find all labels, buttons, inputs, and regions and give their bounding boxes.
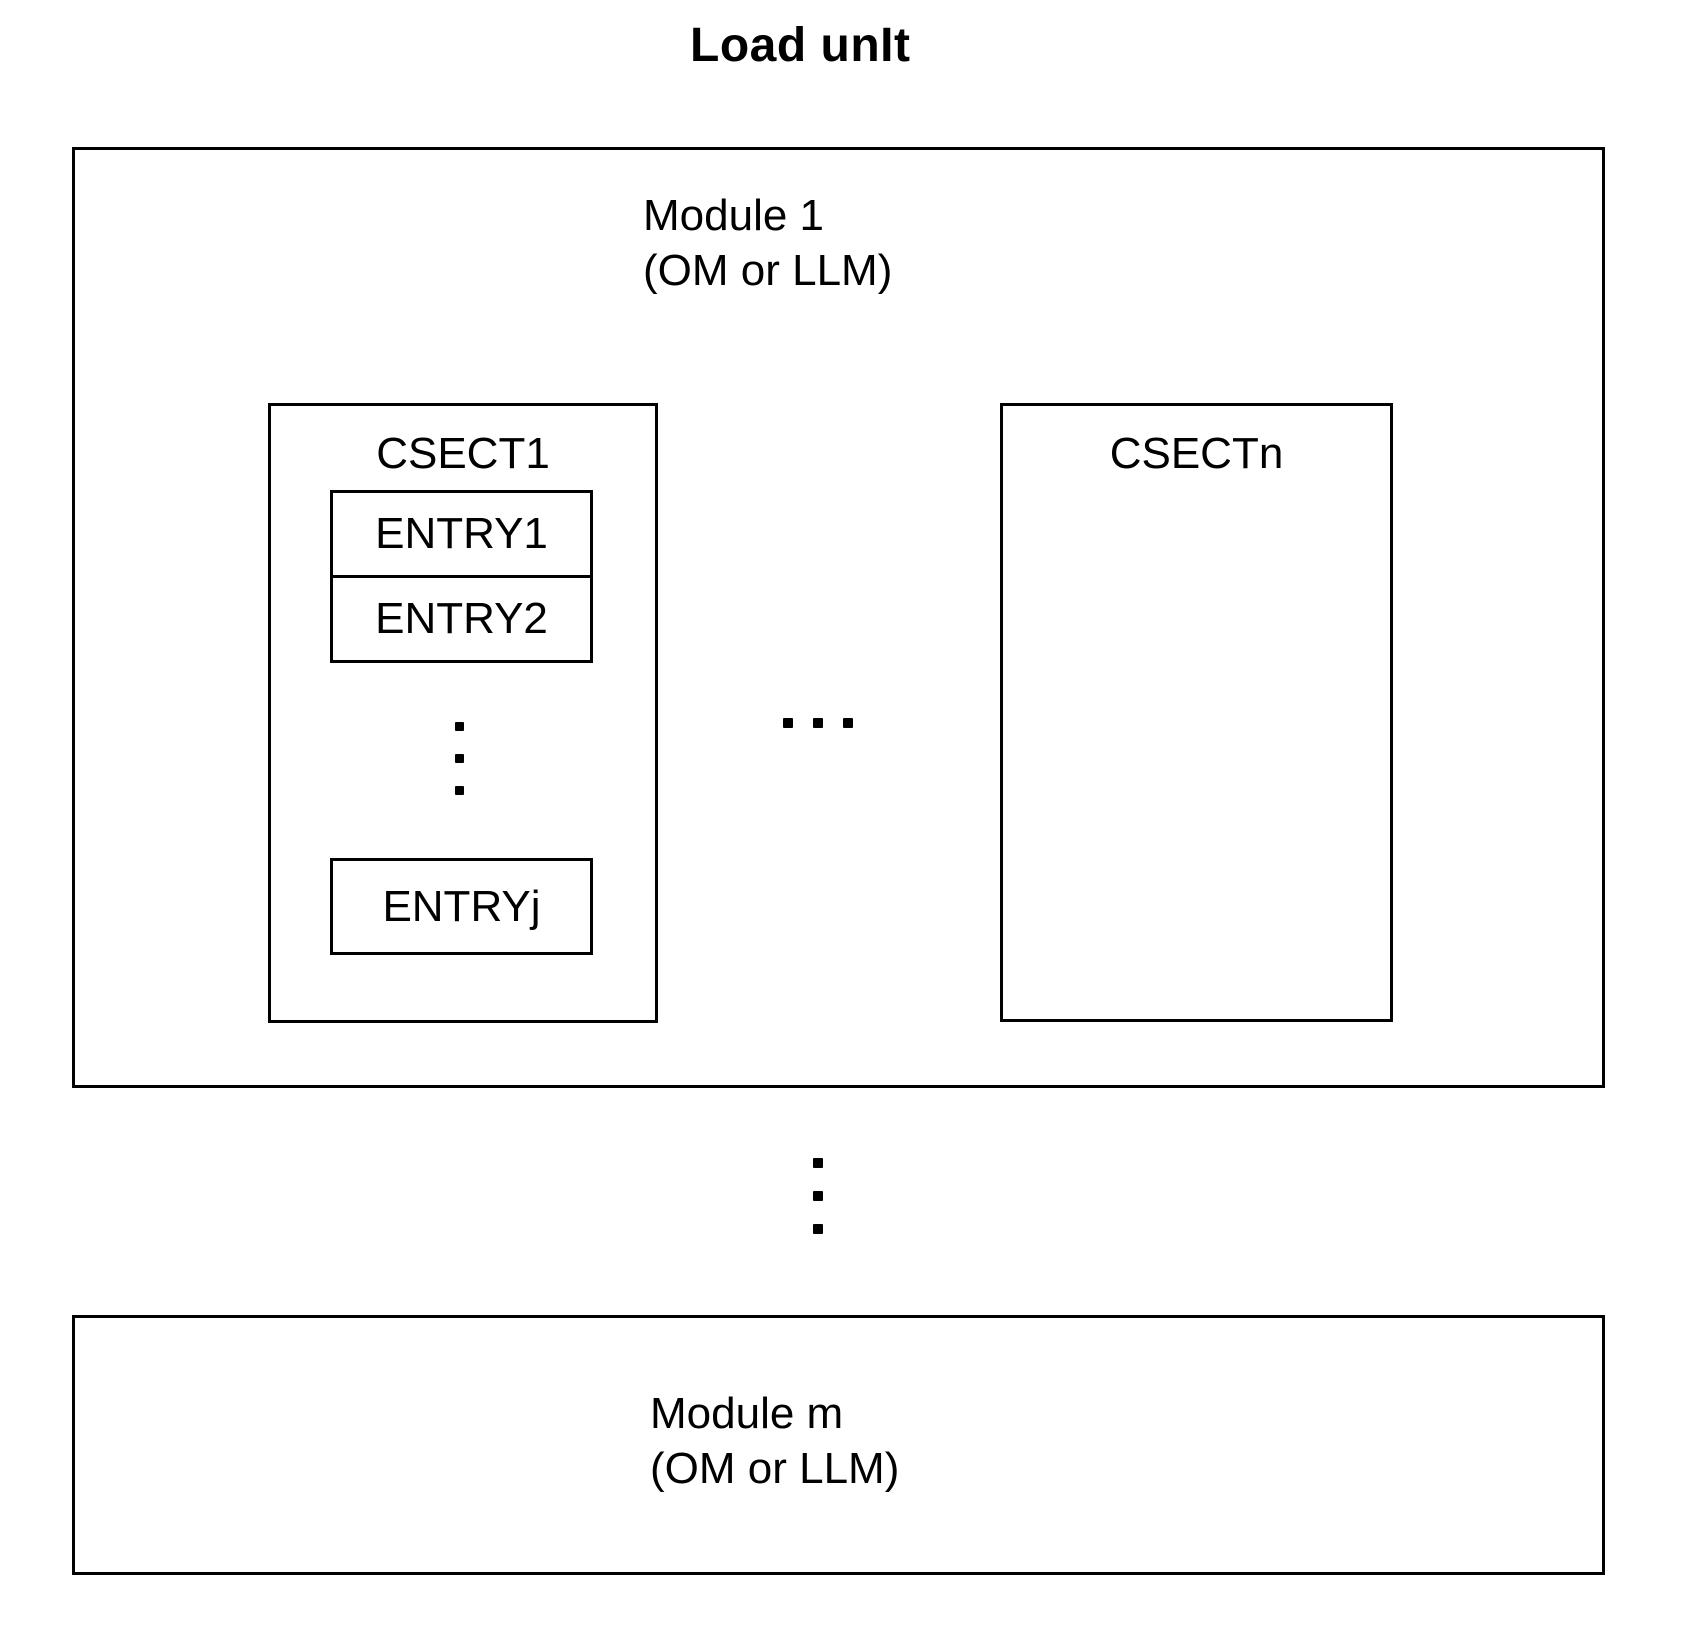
module-m-type: (OM or LLM) (650, 1444, 900, 1493)
module-m-box: Module m (OM or LLM) (72, 1315, 1605, 1575)
module-1-box: Module 1 (OM or LLM) CSECT1 ENTRY1 ENTRY… (72, 147, 1605, 1088)
csectn-label: CSECTn (1109, 429, 1284, 478)
diagram-title: Load unIt (690, 19, 911, 72)
entryj-box: ENTRYj (330, 858, 593, 955)
module-m-name: Module m (650, 1389, 844, 1438)
dot (455, 722, 464, 731)
entry2-label: ENTRY2 (375, 594, 548, 643)
dot (783, 718, 793, 728)
dot (455, 754, 464, 763)
entryj-label: ENTRYj (382, 881, 541, 931)
dot (813, 1158, 823, 1168)
csect-row-horizontal-ellipsis-icon (783, 718, 853, 728)
dot (813, 1224, 823, 1234)
csectn-box: CSECTn (1000, 403, 1393, 1022)
dot (813, 718, 823, 728)
entries-vertical-ellipsis-icon (455, 722, 464, 795)
csect1-box: CSECT1 ENTRY1 ENTRY2 ENTRYj (268, 403, 658, 1023)
dot (455, 786, 464, 795)
entry1-label: ENTRY1 (375, 509, 548, 558)
module-1-label: Module 1 (OM or LLM) (643, 188, 892, 298)
entry2-box: ENTRY2 (330, 575, 593, 663)
module-m-label: Module m (OM or LLM) (650, 1386, 899, 1496)
entry1-box: ENTRY1 (330, 490, 593, 578)
modules-vertical-ellipsis-icon (813, 1158, 823, 1234)
dot (813, 1191, 823, 1201)
module-1-type: (OM or LLM) (643, 246, 893, 295)
module-1-name: Module 1 (643, 191, 825, 240)
dot (843, 718, 853, 728)
csect1-label: CSECT1 (376, 429, 550, 478)
